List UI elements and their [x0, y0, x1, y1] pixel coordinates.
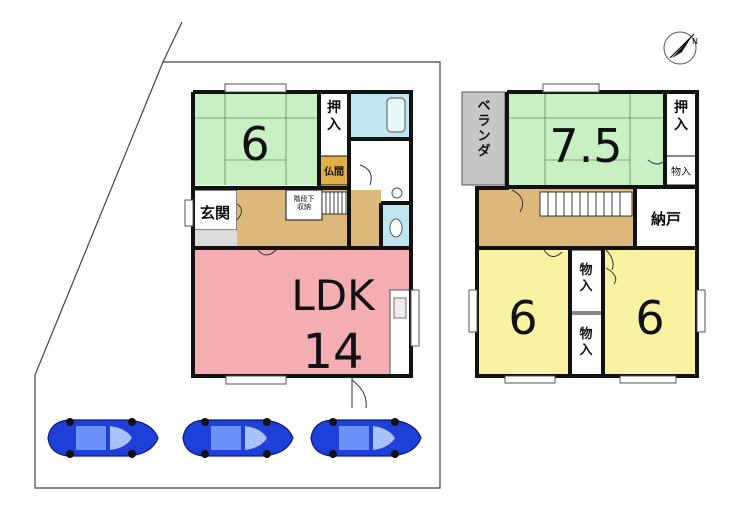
north-arrow-n: N	[692, 37, 698, 46]
f2-walls	[475, 90, 699, 378]
car-icon	[47, 417, 159, 459]
f1-sink	[393, 297, 407, 319]
f1-windows	[184, 83, 420, 385]
f2-nando	[635, 188, 697, 247]
first-floor: 6 押入 仏間 玄関 階段下収納 LDK 14	[184, 83, 420, 409]
f1-genkan	[192, 189, 238, 231]
f2-windows	[468, 83, 706, 384]
second-floor: ベランダ 7.5 押入 物入 納戸 物入 物入 6 6	[461, 83, 706, 384]
f1-ldk-label: LDK	[291, 271, 376, 320]
f1-under-stairs-l1: 階段下	[294, 194, 315, 203]
f2-veranda-ch3: ン	[477, 129, 490, 144]
f1-oshiire-ch2: 入	[327, 117, 341, 133]
f1-tatami-lines	[193, 92, 319, 185]
f2-western-right-size: 6	[635, 291, 664, 345]
f1-doors	[236, 164, 372, 409]
f2-monoire-a-ch1: 物	[579, 262, 592, 278]
f1-washbasin	[391, 187, 403, 199]
f1-stairs	[321, 191, 351, 215]
f1-japanese-room-size: 6	[240, 117, 269, 171]
f2-tatami-lines	[507, 92, 665, 185]
f2-veranda-label: ベランダ	[477, 99, 490, 159]
f2-veranda-ch2: ラ	[477, 114, 490, 129]
f2-monoire-a-label: 物入	[579, 262, 592, 294]
f2-doors	[511, 159, 666, 285]
f1-japanese-room	[193, 92, 319, 185]
f2-veranda-ch1: ベ	[477, 99, 490, 114]
north-arrow-icon: N	[663, 31, 698, 65]
f2-western-right	[603, 250, 697, 376]
f2-monoire-a-ch2: 入	[579, 279, 592, 294]
f1-oshiire-label: 押入	[327, 99, 341, 133]
f2-veranda-ch4: ダ	[477, 143, 490, 159]
f2-western-left-size: 6	[508, 291, 537, 345]
car-icon	[310, 417, 422, 459]
f2-oshiire-ch1: 押	[674, 99, 688, 116]
f1-ldk	[193, 250, 411, 376]
f2-oshiire-ch2: 入	[674, 117, 688, 133]
site-boundary	[34, 21, 441, 489]
f2-veranda	[461, 91, 506, 186]
f2-monoire-b-label: 物入	[579, 326, 592, 358]
f2-western-left	[477, 250, 570, 376]
car-icon	[182, 417, 294, 459]
f2-stairs	[539, 191, 633, 217]
f2-oshiire-label: 押入	[674, 99, 688, 133]
f2-monoire-b-ch1: 物	[579, 326, 592, 342]
f1-bathtub	[386, 97, 406, 133]
f2-monoire-b-ch2: 入	[579, 343, 592, 358]
f1-genkan-step	[193, 230, 237, 247]
f1-under-stairs-label: 階段下収納	[294, 194, 315, 211]
f2-nando-label: 納戸	[651, 210, 681, 228]
f2-monoire-top-label: 物入	[671, 165, 691, 178]
f2-japanese-room-size: 7.5	[549, 119, 622, 173]
f2-japanese-room	[507, 92, 665, 185]
f1-washroom	[349, 139, 411, 198]
f1-under-stairs-l2: 収納	[297, 202, 311, 211]
f1-toilet	[389, 218, 403, 238]
f2-monoire-top	[664, 155, 698, 186]
f1-butsuma-label: 仏間	[324, 166, 344, 178]
f1-oshiire-ch1: 押	[327, 99, 341, 116]
f1-ldk-size: 14	[302, 324, 363, 380]
f1-walls	[191, 90, 413, 378]
f1-genkan-label: 玄関	[200, 204, 230, 222]
